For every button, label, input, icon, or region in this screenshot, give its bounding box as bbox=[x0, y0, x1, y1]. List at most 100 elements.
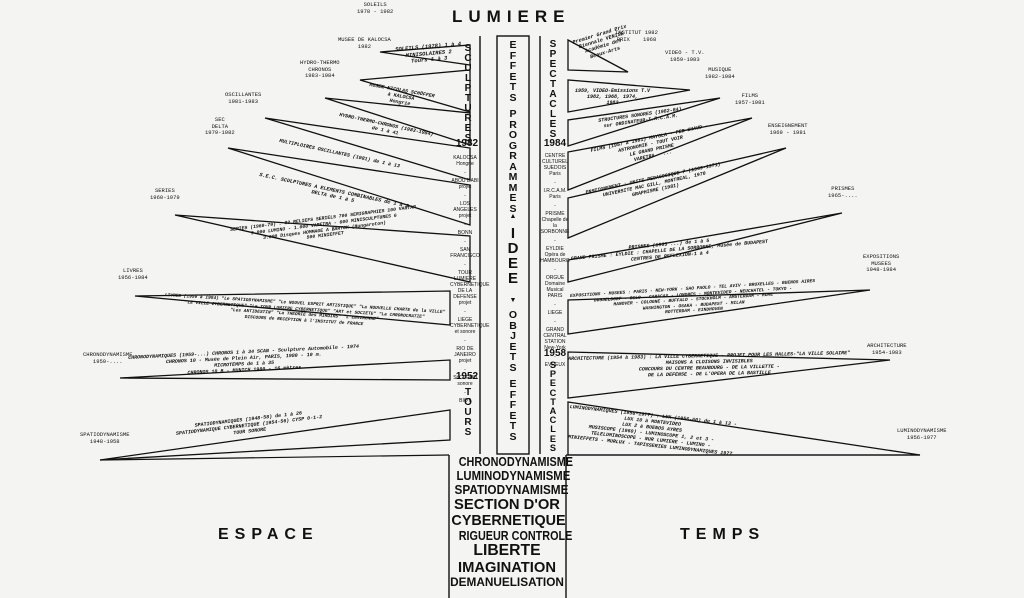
spectacles-bottom-letter: S bbox=[549, 360, 557, 370]
effets-programmes-letter: G bbox=[508, 139, 518, 152]
spectacles-top-letter: C bbox=[549, 99, 557, 110]
spectacles-bottom-letter: T bbox=[550, 396, 556, 407]
tours-letter: R bbox=[464, 417, 472, 428]
right-branch-triangle bbox=[567, 401, 921, 456]
left-branch-triangle bbox=[359, 69, 471, 113]
effets-programmes-letter: F bbox=[509, 60, 517, 72]
sculptures-letter: E bbox=[464, 123, 472, 134]
left-branch-label: SPATIODYNAMISME 1948-1958 bbox=[80, 431, 130, 445]
sculptures-letter: C bbox=[464, 53, 472, 64]
tours-letter: U bbox=[464, 407, 472, 418]
trunk-word: CYBERNETIQUE bbox=[451, 512, 566, 529]
objets-effets-letter: B bbox=[509, 319, 517, 332]
trunk-word: DEMANUELISATION bbox=[450, 575, 564, 589]
left-place: SAN FRANCISCO bbox=[450, 247, 480, 259]
left-branch-label: SERIES 1960-1979 bbox=[150, 187, 180, 201]
right-branch-triangle bbox=[567, 117, 753, 191]
right-branch-label: FILMS 1957-1981 bbox=[735, 92, 765, 106]
idee-letter: I bbox=[510, 225, 516, 242]
left-place: LIEGE CYBERNETIQUE et sonore bbox=[450, 317, 490, 335]
effets-programmes-letter: R bbox=[509, 118, 517, 131]
sculptures-letter: S bbox=[464, 133, 472, 144]
left-branch-triangle bbox=[227, 147, 471, 226]
trunk-top-left bbox=[99, 454, 450, 461]
left-branch-label: MUSEE DE KALOCSA 1982 bbox=[338, 36, 391, 50]
left-place: BONN bbox=[457, 230, 473, 236]
left-branch-triangle bbox=[119, 359, 451, 381]
left-branch-label: HYDRO-THERMO CHRONOS 1983-1984 bbox=[300, 59, 340, 79]
label-espace: ESPACE bbox=[218, 526, 319, 543]
tours-letter: T bbox=[464, 387, 472, 398]
right-branch-triangle bbox=[567, 351, 891, 399]
place-separator: - bbox=[464, 309, 466, 315]
triangle-down: ▼ bbox=[509, 297, 517, 304]
spectacles-bottom-letter: C bbox=[549, 415, 557, 426]
trunk-word: LUMINODYNAMISME bbox=[456, 468, 571, 483]
left-place: St CLOUD sonore bbox=[453, 375, 477, 387]
effets-programmes-letter: E bbox=[509, 70, 517, 83]
right-branch-triangle bbox=[567, 38, 629, 73]
left-year-bottom: 1952 bbox=[455, 371, 479, 382]
spectacles-top-letter: S bbox=[549, 129, 557, 140]
effets-programmes-letter: O bbox=[508, 129, 518, 141]
objets-effets-letter: T bbox=[509, 351, 517, 363]
idee-letter: E bbox=[507, 270, 518, 287]
sculptures-letter: T bbox=[464, 93, 472, 104]
place-separator: - bbox=[554, 302, 556, 308]
effets-programmes-letter: R bbox=[509, 150, 517, 162]
spectacles-top-letter: S bbox=[549, 39, 557, 50]
objets-effets-letter: E bbox=[509, 340, 517, 353]
right-branch-label: INSTITUT 1982 PRIX 1968 bbox=[615, 29, 658, 43]
effets-programmes-letter: E bbox=[509, 39, 517, 51]
page-title: LUMIERE bbox=[452, 7, 571, 26]
left-branch-triangle bbox=[174, 214, 471, 283]
sculptures-letter: U bbox=[464, 63, 472, 74]
spectacles-top-letter: A bbox=[549, 89, 557, 100]
place-separator: - bbox=[464, 193, 466, 199]
effets-programmes-letter: M bbox=[508, 171, 518, 183]
left-year-top: 1982 bbox=[455, 138, 479, 149]
left-place: BIOT bbox=[459, 398, 471, 404]
right-branch-label: ARCHITECTURE 1954-1983 bbox=[867, 342, 907, 356]
effets-programmes-letter: M bbox=[508, 181, 518, 194]
right-branch-triangle bbox=[567, 212, 843, 283]
place-separator: - bbox=[464, 239, 466, 245]
left-branch-triangle bbox=[324, 97, 471, 146]
trunk-word: IMAGINATION bbox=[458, 559, 556, 576]
objets-effets-letter: F bbox=[509, 388, 517, 401]
spectacles-bottom-letter: E bbox=[549, 378, 557, 389]
right-branch-triangle bbox=[567, 97, 721, 147]
objets-effets-letter: T bbox=[509, 420, 517, 432]
right-place: GRAND CENTRAL STATION New-York bbox=[543, 327, 567, 351]
spectacles-bottom-letter: A bbox=[549, 406, 557, 417]
left-branch-label: CHRONODYNAMISME 1959-.... bbox=[83, 351, 133, 365]
objets-effets-letter: F bbox=[509, 399, 517, 411]
left-place: RIO DE JANEIRO projet bbox=[454, 346, 476, 364]
effets-programmes-letter: F bbox=[509, 49, 517, 62]
spectacles-bottom-letter: E bbox=[549, 433, 557, 444]
spectacles-bottom-letter: P bbox=[549, 369, 557, 380]
right-place: EVREUX bbox=[544, 362, 566, 368]
idee-letter: D bbox=[507, 240, 519, 257]
spectacles-bottom-letter: C bbox=[549, 387, 557, 398]
left-place: LOS ANGELES projet bbox=[453, 201, 477, 219]
effets-programmes-letter: A bbox=[509, 160, 517, 173]
objets-effets-letter: S bbox=[509, 430, 517, 443]
left-place: KALOCSA Hongrie bbox=[453, 155, 477, 167]
objets-effets-letter: S bbox=[509, 361, 517, 374]
trunk-word: SPATIODYNAMISME bbox=[454, 482, 569, 497]
left-branch-triangle bbox=[264, 117, 471, 181]
left-place: ABOU DABI projet bbox=[451, 178, 479, 190]
place-separator: - bbox=[554, 354, 556, 360]
objets-effets-letter: J bbox=[510, 330, 516, 342]
spectacles-bottom-letter: L bbox=[550, 424, 556, 435]
spectacles-bottom-letter: S bbox=[549, 442, 557, 453]
right-branch-label: EXPOSITIONS MUSEES 1948-1984 bbox=[863, 253, 900, 273]
place-separator: - bbox=[554, 180, 556, 186]
left-place: TOUR LUMIERE CYBERNETIQUE DE LA DEFENSE … bbox=[450, 270, 490, 306]
right-place: LIEGE bbox=[547, 310, 563, 316]
